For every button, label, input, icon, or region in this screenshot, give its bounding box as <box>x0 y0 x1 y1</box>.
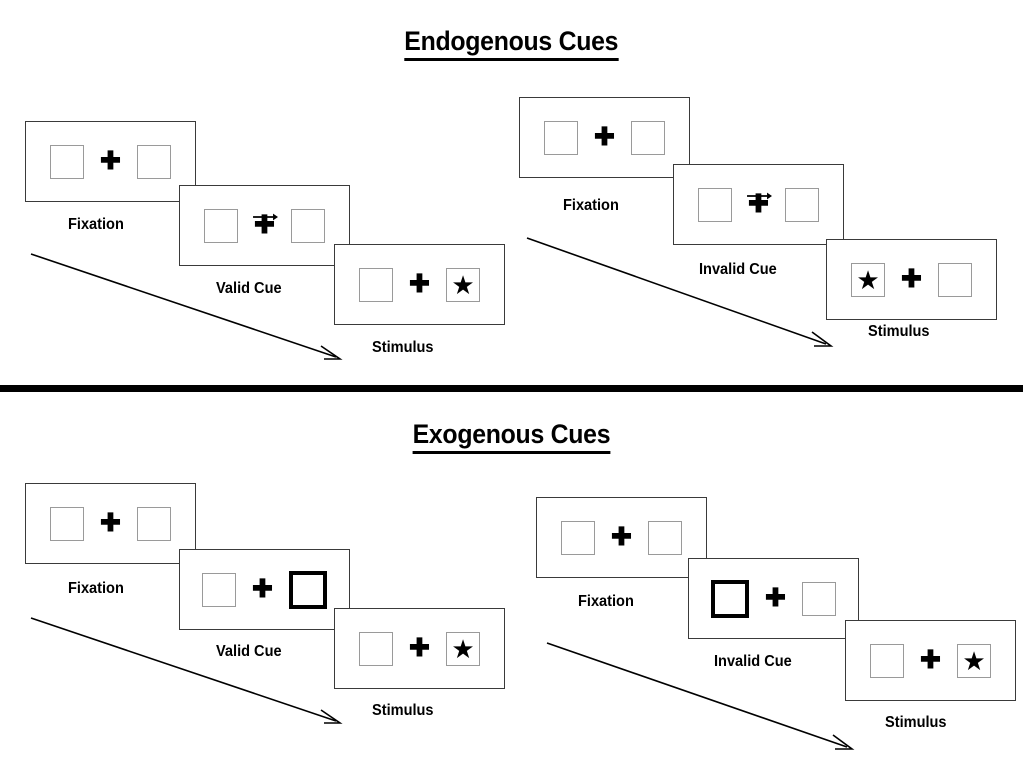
left-box-cued <box>711 579 750 618</box>
flow-arrow-exogenous-valid <box>30 617 343 724</box>
stage-label-exogenous-invalid-cue: Invalid Cue <box>714 653 792 670</box>
left-box <box>50 144 85 179</box>
left-box <box>561 520 596 555</box>
fixation-cross-icon: ✚ <box>100 147 121 175</box>
right-box <box>784 187 819 222</box>
target-star-icon: ★ <box>962 645 986 676</box>
cue-arrow-right-icon <box>747 192 773 200</box>
stage-label-endogenous-valid-stimulus: Stimulus <box>372 339 434 356</box>
left-box <box>202 572 237 607</box>
stage-label-endogenous-valid-cue: Valid Cue <box>216 280 282 297</box>
right-box <box>136 144 171 179</box>
fixation-cross-icon: ✚ <box>252 575 273 603</box>
fixation-cross-icon: ✚ <box>901 265 922 293</box>
right-box-target: ★ <box>445 631 480 666</box>
frame-exogenous-invalid-cue: ✚ <box>688 558 859 639</box>
frame-exogenous-valid-stimulus: ✚ ★ <box>334 608 505 689</box>
section-title-endogenous-text: Endogenous Cues <box>404 26 619 61</box>
left-box <box>204 208 239 243</box>
right-box <box>801 581 836 616</box>
frame-exogenous-valid-cue: ✚ <box>179 549 350 630</box>
flow-arrow-endogenous-valid <box>30 253 343 360</box>
section-divider <box>0 385 1023 392</box>
right-box-target: ★ <box>956 643 991 678</box>
left-box <box>870 643 905 678</box>
left-box <box>359 631 394 666</box>
frame-endogenous-valid-cue: ✚ <box>179 185 350 266</box>
fixation-cross-icon: ✚ <box>594 123 615 151</box>
left-box <box>544 120 579 155</box>
stage-label-exogenous-invalid-stimulus: Stimulus <box>885 714 947 731</box>
frame-exogenous-valid-fixation: ✚ <box>25 483 196 564</box>
stage-label-exogenous-valid-stimulus: Stimulus <box>372 702 434 719</box>
stage-label-exogenous-invalid-fixation: Fixation <box>578 593 634 610</box>
left-box <box>359 267 394 302</box>
frame-exogenous-invalid-fixation: ✚ <box>536 497 707 578</box>
fixation-cross-icon: ✚ <box>920 646 941 674</box>
frame-endogenous-invalid-stimulus: ★ ✚ <box>826 239 997 320</box>
stage-label-endogenous-invalid-cue: Invalid Cue <box>699 261 777 278</box>
cue-arrow-right-icon <box>253 213 279 221</box>
left-box-target: ★ <box>851 262 886 297</box>
fixation-cross-icon: ✚ <box>748 190 769 218</box>
stage-label-endogenous-valid-fixation: Fixation <box>68 216 124 233</box>
right-box <box>630 120 665 155</box>
target-star-icon: ★ <box>451 633 475 664</box>
flow-arrow-exogenous-invalid <box>546 642 855 750</box>
fixation-cross-icon: ✚ <box>611 523 632 551</box>
left-box <box>698 187 733 222</box>
frame-endogenous-valid-fixation: ✚ <box>25 121 196 202</box>
right-box <box>937 262 972 297</box>
right-box <box>136 506 171 541</box>
target-star-icon: ★ <box>856 264 880 295</box>
fixation-cross-icon: ✚ <box>254 211 275 239</box>
stage-label-endogenous-invalid-stimulus: Stimulus <box>868 323 930 340</box>
section-title-exogenous-text: Exogenous Cues <box>412 419 611 454</box>
section-title-exogenous: Exogenous Cues <box>0 419 1023 454</box>
fixation-cross-icon: ✚ <box>100 509 121 537</box>
flow-arrow-endogenous-invalid <box>526 237 834 347</box>
fixation-cross-icon: ✚ <box>409 634 430 662</box>
section-title-endogenous: Endogenous Cues <box>0 26 1023 61</box>
right-box-target: ★ <box>445 267 480 302</box>
stage-label-exogenous-valid-cue: Valid Cue <box>216 643 282 660</box>
fixation-cross-icon: ✚ <box>765 584 786 612</box>
stage-label-endogenous-invalid-fixation: Fixation <box>563 197 619 214</box>
right-box-cued <box>288 570 327 609</box>
right-box <box>647 520 682 555</box>
frame-endogenous-invalid-fixation: ✚ <box>519 97 690 178</box>
frame-endogenous-valid-stimulus: ✚ ★ <box>334 244 505 325</box>
frame-exogenous-invalid-stimulus: ✚ ★ <box>845 620 1016 701</box>
fixation-cross-icon: ✚ <box>409 270 430 298</box>
frame-endogenous-invalid-cue: ✚ <box>673 164 844 245</box>
target-star-icon: ★ <box>451 269 475 300</box>
stage-label-exogenous-valid-fixation: Fixation <box>68 580 124 597</box>
left-box <box>50 506 85 541</box>
right-box <box>290 208 325 243</box>
